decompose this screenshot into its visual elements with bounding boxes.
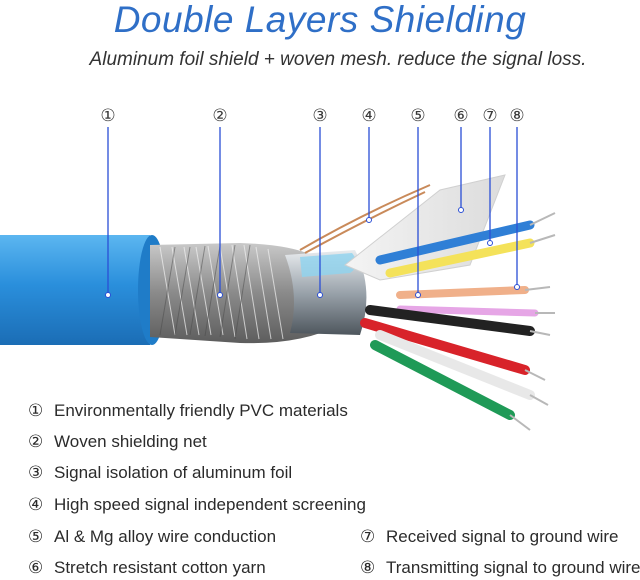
callout-8: ⑧: [509, 106, 524, 126]
inner-conductors: [360, 220, 539, 420]
legend-item-5: ⑤ Al & Mg alloy wire conduction: [28, 526, 276, 548]
page-title: Double Layers Shielding: [113, 0, 527, 40]
callout-6: ⑥: [453, 106, 468, 126]
legend-text: Woven shielding net: [54, 432, 207, 451]
legend-text: Al & Mg alloy wire conduction: [54, 527, 277, 546]
legend-item-4: ④ High speed signal independent screening: [28, 494, 366, 516]
legend-number: ⑥: [28, 558, 44, 578]
callout-2: ②: [212, 106, 227, 126]
legend-item-7: ⑦ Received signal to ground wire: [360, 526, 618, 548]
copper-screen-wires: [299, 184, 431, 254]
legend-item-8: ⑧ Transmitting signal to ground wire: [360, 557, 640, 579]
callout-5: ⑤: [410, 106, 425, 126]
cable-cross-section-diagram: ① ② ③ ④ ⑤ ⑥ ⑦ ⑧: [0, 106, 556, 431]
legend-number: ③: [28, 463, 44, 483]
legend-item-2: ② Woven shielding net: [28, 431, 207, 453]
legend-item-1: ① Environmentally friendly PVC materials: [28, 400, 348, 422]
legend-number: ⑦: [360, 527, 376, 547]
wire-tips: [509, 212, 556, 431]
callout-4: ④: [361, 106, 376, 126]
legend-text: Signal isolation of aluminum foil: [54, 463, 293, 482]
legend-number: ①: [28, 401, 44, 421]
legend-text: Environmentally friendly PVC materials: [54, 401, 348, 420]
callout-lines: [107, 127, 518, 295]
aluminum-foil: [285, 250, 367, 335]
legend-number: ④: [28, 495, 44, 515]
legend-text: Received signal to ground wire: [386, 527, 619, 546]
legend-item-6: ⑥ Stretch resistant cotton yarn: [28, 557, 266, 579]
callout-numbers: ① ② ③ ④ ⑤ ⑥ ⑦ ⑧: [100, 106, 524, 126]
legend-number: ⑤: [28, 527, 44, 547]
legend-text: High speed signal independent screening: [54, 495, 366, 514]
legend-item-3: ③ Signal isolation of aluminum foil: [28, 462, 292, 484]
callout-dots: [105, 207, 520, 298]
callout-1: ①: [100, 106, 115, 126]
legend-text: Stretch resistant cotton yarn: [54, 558, 266, 577]
legend-number: ⑧: [360, 558, 376, 578]
callout-3: ③: [312, 106, 327, 126]
pvc-jacket: [0, 235, 166, 345]
callout-7: ⑦: [482, 106, 497, 126]
legend-text: Transmitting signal to ground wire: [386, 558, 640, 577]
legend-number: ②: [28, 432, 44, 452]
subtitle: Aluminum foil shield + woven mesh. reduc…: [89, 49, 587, 70]
